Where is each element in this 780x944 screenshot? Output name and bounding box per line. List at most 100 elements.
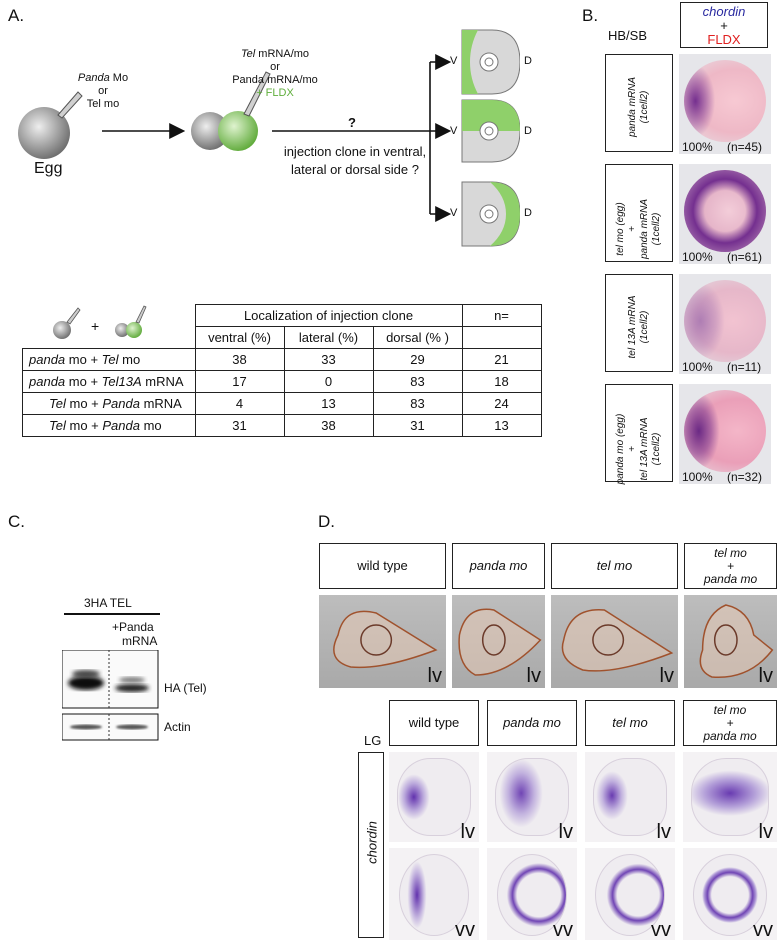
chordin-side-label: chordin <box>364 821 380 864</box>
embryo-outline <box>691 758 769 836</box>
header-chordin: chordin <box>702 4 746 19</box>
larva-image: lv <box>319 595 446 688</box>
hbsb-label: HB/SB <box>608 28 648 43</box>
header-group: Localization of injection clone <box>194 304 463 327</box>
view-label: vv <box>553 919 573 940</box>
chordin-stain <box>594 759 666 835</box>
chordin-vv-image: vv <box>585 848 675 940</box>
embryo-ventral-clone-icon <box>461 29 520 95</box>
row-label-part: mo + <box>65 352 102 367</box>
table-row: Tel mo + Panda mo 31 38 31 13 <box>22 414 542 437</box>
view-label: lv <box>659 665 674 687</box>
lane2-line2: mRNA <box>122 634 158 648</box>
table-row: panda mo + Tel mo 38 33 29 21 <box>22 348 542 371</box>
panel-b-row-label: panda mo (egg)+tel 13A mRNA(1cell2) <box>615 400 663 498</box>
cell-grey-icon <box>191 112 229 150</box>
blot-header: 3HA TEL <box>84 596 132 610</box>
panel-b-row-label-line3: (1cell2) <box>639 90 650 124</box>
chordin-stain <box>684 60 766 142</box>
chordin-lv-image: lv <box>487 752 577 842</box>
band-actin-lane2 <box>116 724 148 730</box>
panel-b-row-label-box: panda mRNA(1cell2) <box>605 54 673 152</box>
view-label: lv <box>526 665 541 687</box>
embryo-outline <box>495 758 569 836</box>
col-dorsal: dorsal (% ) <box>372 326 463 349</box>
row-label-part: Tel <box>49 418 66 433</box>
embryo-outline <box>593 758 667 836</box>
chordin-lv-image: lv <box>389 752 479 842</box>
panel-b-percent: 100% <box>682 140 713 154</box>
cell-n: 13 <box>461 414 542 437</box>
cell-ventral: 17 <box>194 370 285 393</box>
row-label-part: mo <box>118 352 141 367</box>
cell-ventral: 38 <box>194 348 285 371</box>
blot-lane2-label: +Panda mRNA <box>112 620 157 648</box>
panel-b-row-label-line2: panda mRNA <box>639 198 650 260</box>
band-tel-lane2 <box>115 684 149 692</box>
cell-dorsal: 83 <box>372 370 463 393</box>
cell-ventral: 31 <box>194 414 285 437</box>
larva-image: lv <box>551 595 678 688</box>
d-bot-h4-l2: panda mo <box>703 729 757 743</box>
cell-dorsal: 31 <box>372 414 463 437</box>
egg-inj-l1-italic: Panda <box>77 72 110 84</box>
panel-b-row-label-plus: + <box>627 446 638 452</box>
panel-b-row-label-box: panda mo (egg)+tel 13A mRNA(1cell2) <box>605 384 673 484</box>
chordin-stain <box>684 390 766 472</box>
chordin-stain <box>400 855 468 935</box>
row-label-part: Tel13A <box>101 374 142 389</box>
embryo-outline <box>497 854 567 936</box>
d-top-header-3: tel mo <box>551 543 678 589</box>
panel-b-embryo-image <box>679 54 771 154</box>
col-lateral: lateral (%) <box>283 326 374 349</box>
emb-inj-l1-italic: Tel <box>240 48 256 60</box>
question-text: injection clone in ventral, lateral or d… <box>275 143 435 179</box>
d-top-header-1: wild type <box>319 543 446 589</box>
panel-b-label: B. <box>582 6 599 25</box>
larva-drawing <box>333 610 438 669</box>
larva-gut <box>481 624 506 656</box>
cell-dorsal: 83 <box>372 392 463 415</box>
row-label-part: Tel <box>101 352 119 367</box>
view-label: lv <box>427 665 442 687</box>
larva-drawing <box>458 608 542 676</box>
larva-gut <box>360 624 393 656</box>
row-label-part: panda <box>29 374 66 389</box>
larva-gut <box>713 624 738 656</box>
panel-b-embryo-image <box>679 164 771 264</box>
chordin-lv-image: lv <box>683 752 777 842</box>
larva-body <box>333 610 438 669</box>
table-row: panda mo + Tel13A mRNA 17 0 83 18 <box>22 370 542 393</box>
panel-b-row-label-box: tel 13A mRNA(1cell2) <box>605 274 673 372</box>
emb-inj-l1-rest: mRNA/mo <box>255 48 310 60</box>
egg-inj-l1-rest: Mo <box>109 72 129 84</box>
larva-body <box>561 609 674 672</box>
d-bottom-header-3: tel mo <box>585 700 675 746</box>
larva-drawing <box>561 609 674 672</box>
embryo-blob <box>684 60 766 142</box>
cell-green-small-icon <box>126 322 142 338</box>
question-mark: ? <box>348 115 356 130</box>
embryo-dorsal-clone-icon <box>461 181 520 247</box>
panel-a-label: A. <box>8 6 25 25</box>
header-n: n= <box>461 304 542 327</box>
panel-c-label: C. <box>8 512 25 531</box>
western-blot <box>62 650 159 741</box>
larva-image: lv <box>684 595 777 688</box>
chordin-stain <box>498 855 566 935</box>
v-label-3: V <box>450 207 458 219</box>
larva-body <box>458 608 542 676</box>
panel-b-embryo-image <box>679 384 771 484</box>
larva-image: lv <box>452 595 545 688</box>
panel-b-percent: 100% <box>682 360 713 374</box>
chordin-lv-image: lv <box>585 752 675 842</box>
cell-lateral: 13 <box>283 392 374 415</box>
localization-table: Localization of injection clone n= ventr… <box>22 304 542 437</box>
panel-b-row-label-line1: tel mo (egg) <box>615 202 626 256</box>
panel-b-row-label-line2: tel 13A mRNA <box>639 417 650 481</box>
table-header-icons <box>53 305 147 339</box>
needle-icon-2 <box>243 71 271 117</box>
v-label-2: V <box>450 125 458 137</box>
chordin-stain <box>692 759 768 835</box>
panel-b-row-label: tel 13A mRNA(1cell2) <box>627 278 651 376</box>
